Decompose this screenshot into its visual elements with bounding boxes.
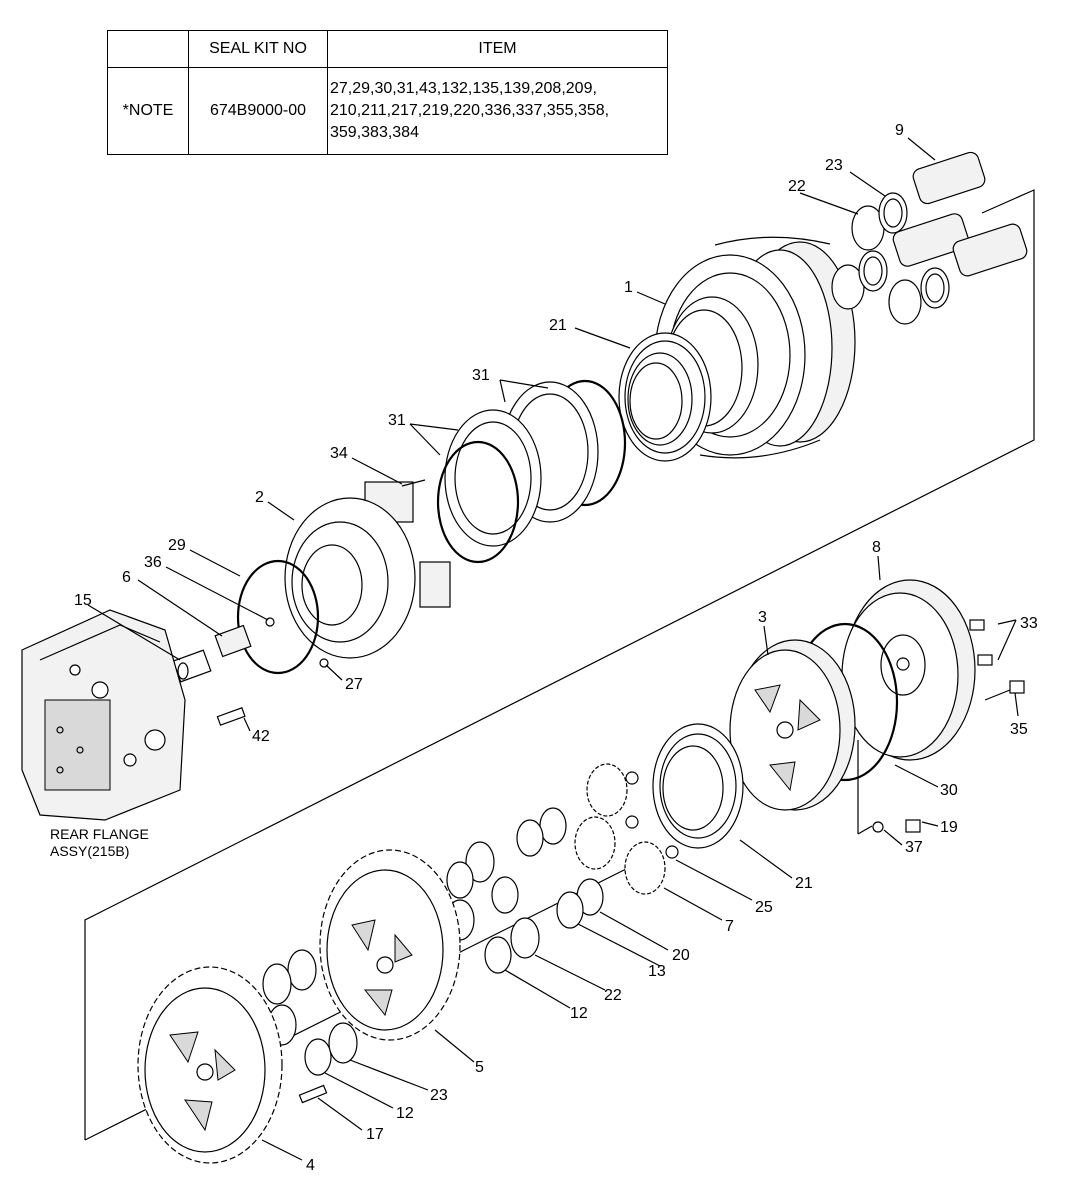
part-37-washer (872, 821, 884, 833)
callout-35: 35 (1010, 721, 1028, 738)
callout-22: 22 (604, 987, 622, 1004)
part-3-carrier (729, 639, 856, 811)
callout-21: 21 (795, 875, 813, 892)
part-17-pin (298, 1084, 328, 1104)
part-42-pin (216, 707, 246, 726)
part-27-ring (319, 658, 329, 668)
rear-flange-label-line2: ASSY(215B) (50, 843, 129, 859)
callout-labels: 9 23 22 1 21 31 31 34 2 29 36 6 15 27 42… (74, 122, 1038, 1174)
part-6-shaft (214, 624, 252, 658)
rear-flange-label: REAR FLANGE ASSY(215B) (50, 826, 149, 859)
seal-kit-row: *NOTE 674B9000-00 27,29,30,31,43,132,135… (107, 67, 668, 155)
callout-17: 17 (366, 1126, 384, 1143)
part-5-gear (319, 849, 461, 1041)
callout-29: 29 (168, 537, 186, 554)
callout-13: 13 (648, 963, 666, 980)
callout-37: 37 (905, 839, 923, 856)
part-22-bearings-top (831, 205, 922, 325)
callout-31: 31 (388, 412, 406, 429)
part-1-housing (654, 236, 856, 459)
part-25-ring (665, 845, 679, 859)
items-line: 210,211,217,219,220,336,337,355,358, (330, 102, 610, 119)
callout-12: 12 (570, 1005, 588, 1022)
callout-1: 1 (624, 279, 633, 296)
part-31-seals (436, 379, 627, 564)
callout-15: 15 (74, 592, 92, 609)
leader-lines (87, 137, 1019, 1161)
part-34-pin (401, 479, 426, 487)
items-line: 359,383,384 (330, 124, 419, 141)
callout-36: 36 (144, 554, 162, 571)
callout-5: 5 (475, 1059, 484, 1076)
callout-8: 8 (872, 539, 881, 556)
callout-27: 27 (345, 676, 363, 693)
part-2-flange (284, 481, 451, 659)
callout-3: 3 (758, 609, 767, 626)
rear-flange-label-line1: REAR FLANGE (50, 826, 149, 842)
part-19-bolt (905, 819, 921, 833)
callout-23: 23 (825, 157, 843, 174)
part-4-gear (137, 966, 283, 1164)
items-line: 27,29,30,31,43,132,135,139,208,209, (330, 80, 597, 97)
part-21-bearing-lower (652, 723, 744, 849)
part-21-bearing-upper (618, 332, 712, 462)
part-35-bolt (984, 680, 1025, 701)
callout-42: 42 (252, 728, 270, 745)
callout-2: 2 (255, 489, 264, 506)
part-33-plugs (969, 619, 993, 666)
part-12-rings (304, 861, 519, 1076)
callout-9: 9 (895, 122, 904, 139)
callout-4: 4 (306, 1157, 315, 1174)
seal-kit-table: SEAL KIT NO ITEM *NOTE 674B9000-00 27,29… (107, 30, 668, 155)
part-8-cover (841, 579, 976, 761)
callout-20: 20 (672, 947, 690, 964)
part-29-o-ring (236, 559, 320, 675)
callout-19: 19 (940, 819, 958, 836)
callout-22: 22 (788, 178, 806, 195)
callout-6: 6 (122, 569, 131, 586)
part-7-gears (574, 763, 666, 895)
callout-21: 21 (549, 317, 567, 334)
callout-25: 25 (755, 899, 773, 916)
callout-23: 23 (430, 1087, 448, 1104)
callout-12: 12 (396, 1105, 414, 1122)
callout-33: 33 (1020, 615, 1038, 632)
part-9-shafts (892, 151, 1028, 277)
part-23-spacers-top (858, 192, 950, 309)
callout-30: 30 (940, 782, 958, 799)
callout-34: 34 (330, 445, 348, 462)
callout-7: 7 (725, 918, 734, 935)
rear-flange-assembly (21, 609, 186, 821)
note-cell: *NOTE (107, 67, 189, 155)
part-20-13-rings (516, 807, 604, 929)
part-36-ball (265, 617, 275, 627)
items-cell: 27,29,30,31,43,132,135,139,208,209, 210,… (327, 67, 668, 155)
callout-31: 31 (472, 367, 490, 384)
